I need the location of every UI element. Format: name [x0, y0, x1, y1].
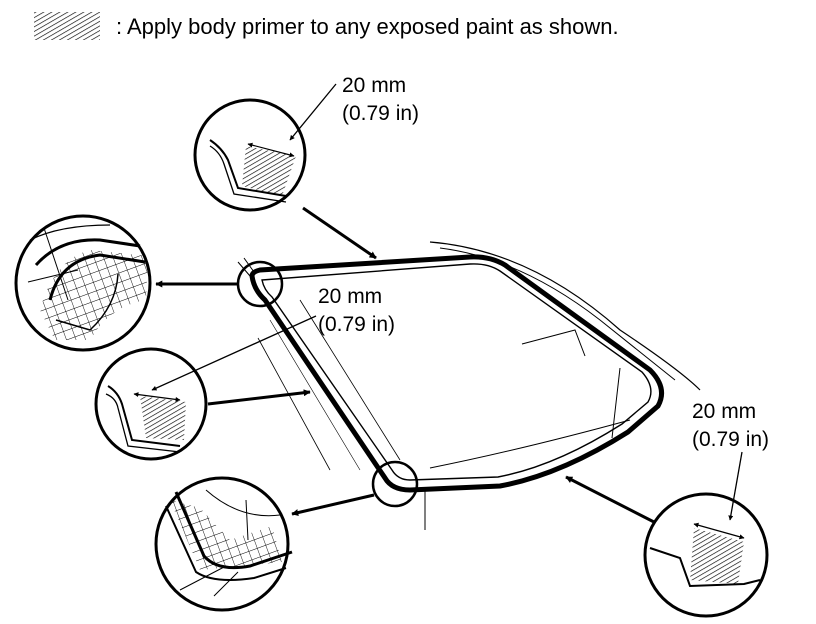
- detail-arrows: [155, 206, 655, 524]
- detail-circle-bottom-edge: [643, 492, 769, 618]
- arrow-to-lower-corner: [291, 493, 375, 516]
- callout-top-mm: 20 mm: [342, 74, 406, 97]
- detail-circle-left-edge: [94, 347, 208, 461]
- detail-circle-upper-corner: [14, 214, 152, 352]
- leader-lines: [151, 83, 743, 521]
- arrow-to-top-edge: [302, 206, 377, 260]
- arrow-to-bottom-edge: [565, 475, 655, 524]
- detail-circle-top-edge: [193, 98, 307, 212]
- hatched-rectangle-icon: [34, 12, 100, 40]
- callout-right: 20 mm (0.79 in): [692, 400, 769, 451]
- callout-middle-mm: 20 mm: [318, 285, 382, 308]
- callout-middle-inch: (0.79 in): [318, 313, 395, 336]
- window-glass: [237, 241, 701, 530]
- arrow-to-left-edge: [207, 389, 311, 406]
- callout-right-inch: (0.79 in): [692, 428, 769, 451]
- focus-circle-lower-corner: [371, 460, 419, 508]
- legend-text: : Apply body primer to any exposed paint…: [116, 14, 619, 39]
- callout-top: 20 mm (0.79 in): [342, 74, 419, 125]
- legend: : Apply body primer to any exposed paint…: [34, 12, 619, 40]
- detail-circle-lower-corner: [154, 476, 293, 612]
- callout-right-mm: 20 mm: [692, 400, 756, 423]
- callout-top-inch: (0.79 in): [342, 102, 419, 125]
- callout-middle: 20 mm (0.79 in): [318, 285, 395, 336]
